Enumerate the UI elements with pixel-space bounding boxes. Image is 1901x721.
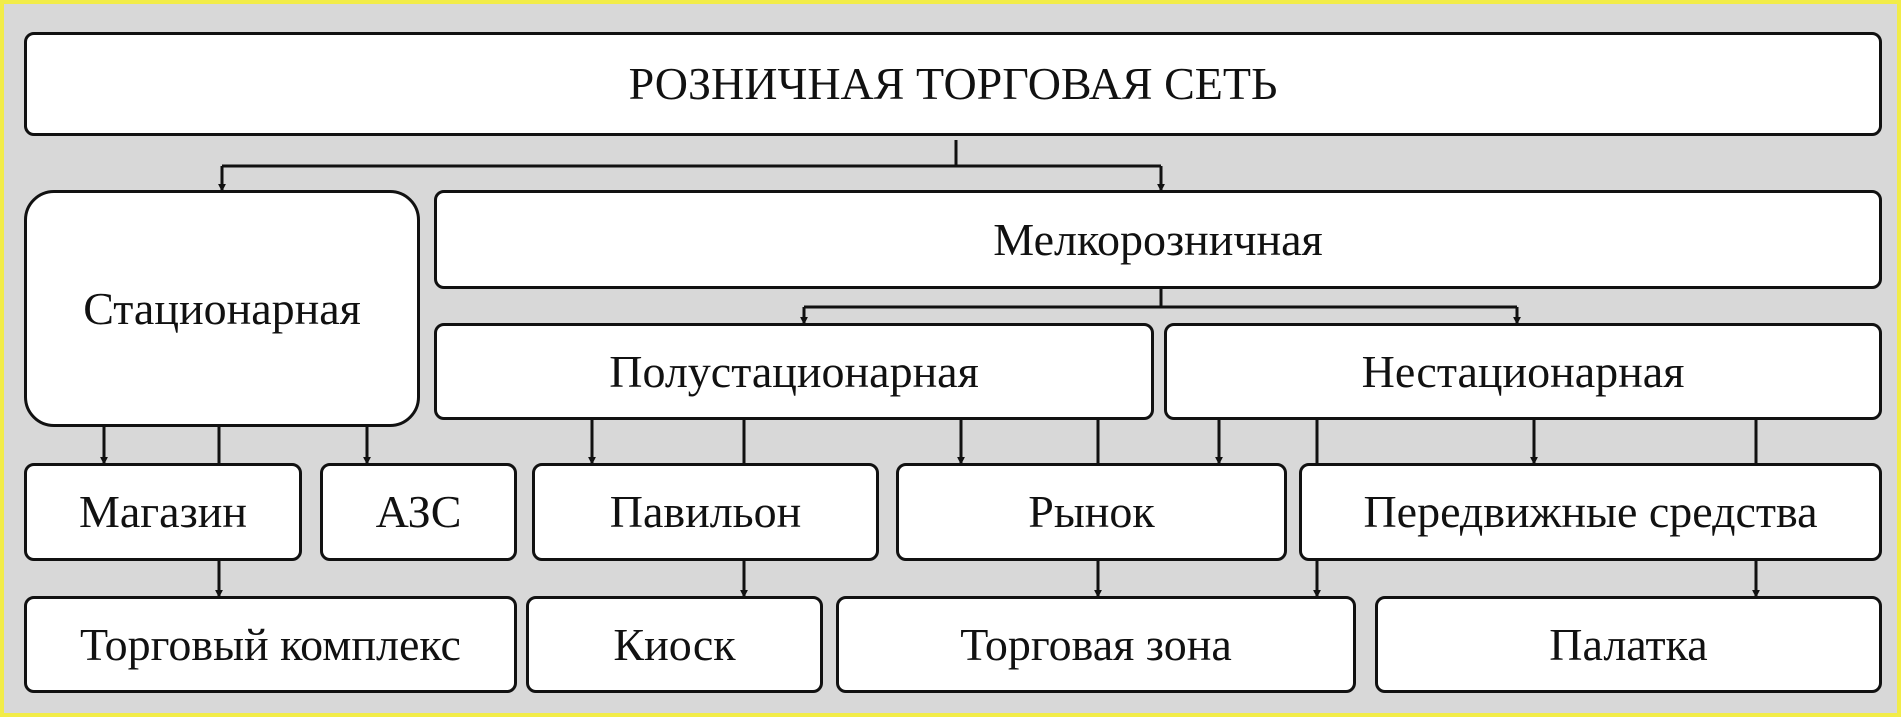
market-node: Рынок (896, 463, 1287, 561)
small-retail-connector (804, 289, 1517, 309)
kiosk-node: Киоск (526, 596, 823, 693)
non-stationary-node: Нестационарная (1164, 323, 1882, 420)
semi-stationary-node: Полустационарная (434, 323, 1154, 420)
stationary-node: Стационарная (24, 190, 420, 427)
root-node: РОЗНИЧНАЯ ТОРГОВАЯ СЕТЬ (24, 32, 1882, 136)
tent-node: Палатка (1375, 596, 1882, 693)
trade-complex-node: Торговый комплекс (24, 596, 517, 693)
root-connector (222, 140, 1161, 168)
pavilion-node: Павильон (532, 463, 879, 561)
shop-node: Магазин (24, 463, 302, 561)
trade-zone-node: Торговая зона (836, 596, 1356, 693)
small-retail-node: Мелкорозничная (434, 190, 1882, 289)
mobile-means-node: Передвижные средства (1299, 463, 1882, 561)
gas-station-node: АЗС (320, 463, 517, 561)
